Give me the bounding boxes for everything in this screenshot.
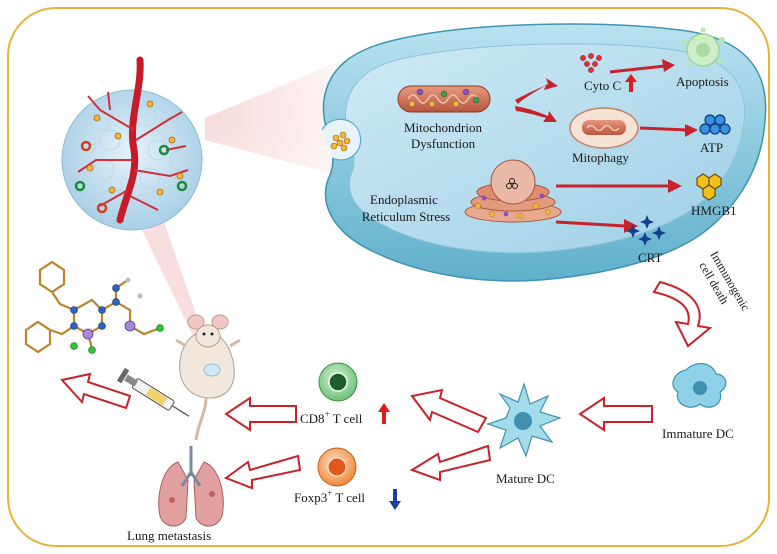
nanoparticles-icon <box>330 131 351 152</box>
immature-dc-icon <box>672 363 727 408</box>
tumor-sphere-icon <box>61 56 203 231</box>
cyto-c-label: Cyto C <box>584 78 621 93</box>
lungs-icon <box>158 446 224 527</box>
cd8-up-arrow-icon <box>378 403 390 424</box>
mouse-beam <box>130 205 205 340</box>
apoptosis-label: Apoptosis <box>676 74 729 89</box>
crt-label: CRT <box>638 250 663 265</box>
er-label-line2: Reticulum Stress <box>362 209 450 224</box>
cd8-t-cell-icon <box>318 362 358 402</box>
mitophagy-label: Mitophagy <box>572 150 630 165</box>
mature-dc-icon <box>486 382 562 458</box>
syringe-icon <box>116 367 190 417</box>
lung-metastasis-label: Lung metastasis <box>127 528 211 543</box>
internal-arrows <box>515 78 558 122</box>
cd8-label: CD8+ T cell <box>300 409 363 426</box>
foxp3-down-arrow-icon <box>389 489 401 510</box>
mature-dc-label: Mature DC <box>496 471 555 486</box>
atp-label: ATP <box>700 140 723 155</box>
outward-arrows <box>555 59 698 233</box>
foxp3-t-cell-icon <box>317 447 357 487</box>
cyto-c-up-arrow-icon <box>625 74 637 92</box>
mitophagy-icon <box>569 107 639 149</box>
apoptosis-icon <box>681 27 725 67</box>
mito-label-line2: Dysfunction <box>411 136 476 151</box>
endoplasmic-reticulum-icon <box>464 159 562 223</box>
crt-icon <box>626 215 666 246</box>
molecule-structure-icon <box>24 260 164 354</box>
cyto-c-icon <box>580 53 602 73</box>
flow-arrows <box>60 280 713 490</box>
mito-label-line1: Mitochondrion <box>404 120 482 135</box>
mitochondrion-icon <box>397 85 491 113</box>
hmgb1-icon <box>696 173 722 201</box>
er-label-line1: Endoplasmic <box>370 192 438 207</box>
atp-icon <box>699 114 731 135</box>
foxp3-label: Foxp3+ T cell <box>294 488 365 505</box>
hmgb1-label: HMGB1 <box>691 203 737 218</box>
immature-dc-label: Immature DC <box>662 426 734 441</box>
mouse-icon <box>175 314 241 441</box>
